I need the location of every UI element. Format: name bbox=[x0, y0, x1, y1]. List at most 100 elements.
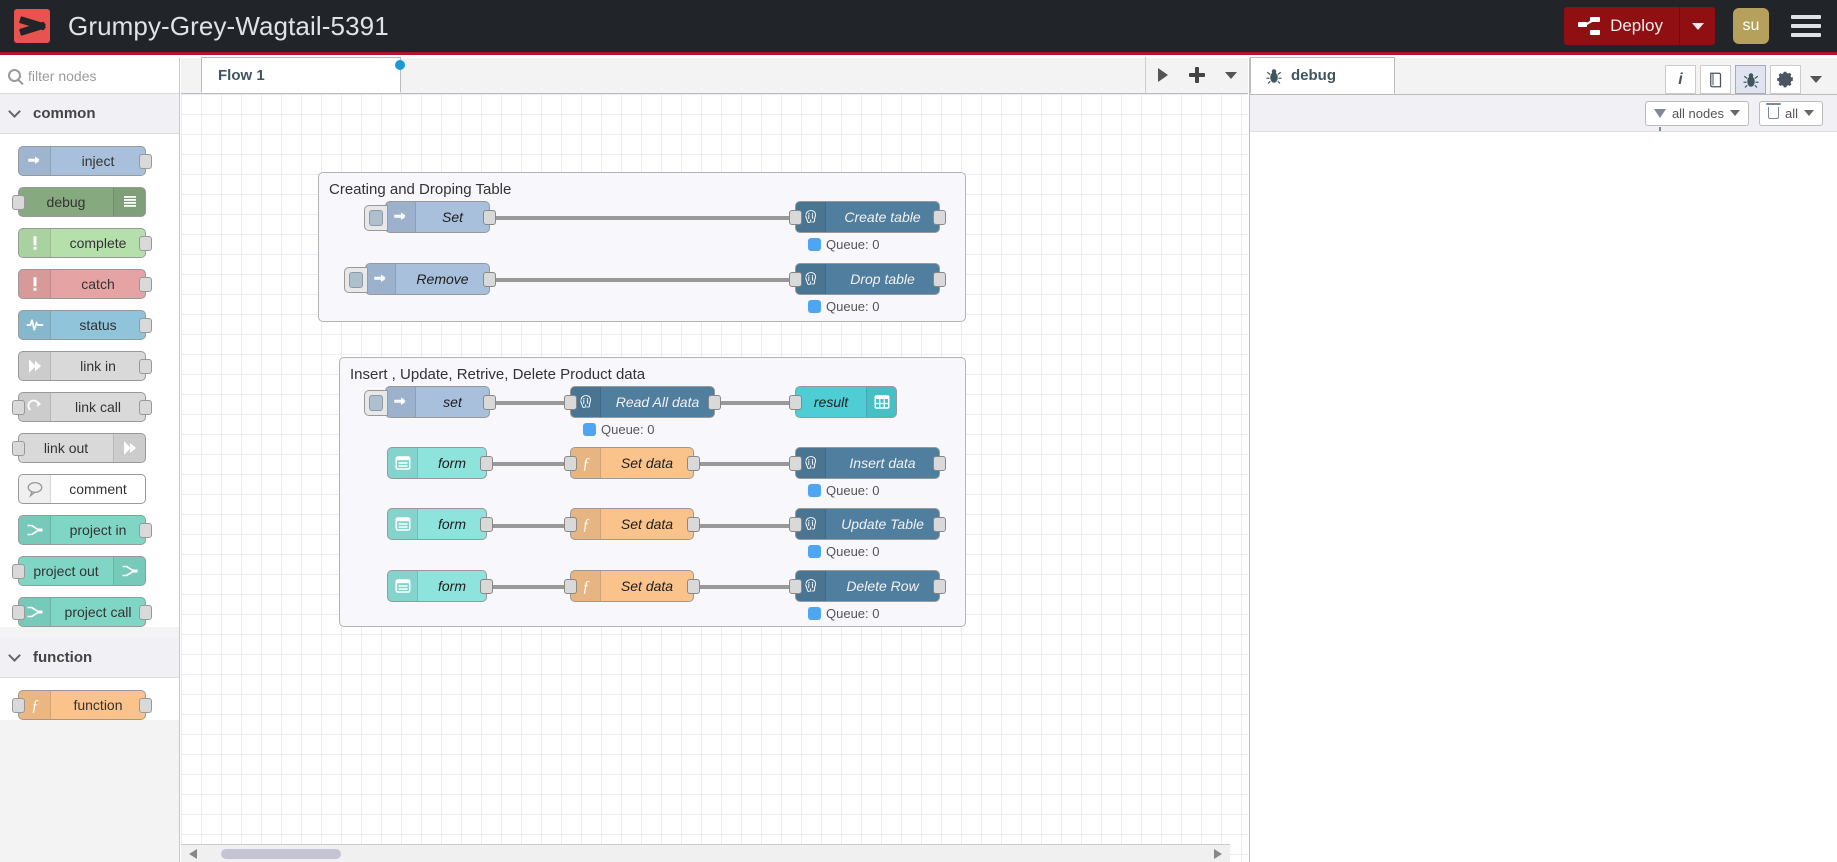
node-input-port[interactable] bbox=[789, 456, 802, 471]
node-input-port[interactable] bbox=[564, 579, 577, 594]
palette-search-bar[interactable] bbox=[0, 58, 179, 94]
node-output-port[interactable] bbox=[139, 605, 152, 620]
palette-node-link-call[interactable]: link call bbox=[12, 392, 152, 422]
avatar[interactable]: su bbox=[1733, 8, 1769, 44]
node-output-port[interactable] bbox=[933, 456, 946, 471]
flow-wire[interactable] bbox=[490, 216, 795, 220]
flow-node-read-all-data[interactable]: Read All data bbox=[564, 386, 721, 418]
node-output-port[interactable] bbox=[139, 359, 152, 374]
horizontal-scroll-thumb[interactable] bbox=[221, 849, 341, 859]
inject-trigger-button[interactable] bbox=[364, 390, 388, 416]
palette-category-common[interactable]: common bbox=[0, 94, 179, 134]
node-output-port[interactable] bbox=[687, 517, 700, 532]
node-output-port[interactable] bbox=[139, 277, 152, 292]
palette-node-link-in[interactable]: link in bbox=[18, 351, 152, 381]
node-output-port[interactable] bbox=[687, 579, 700, 594]
node-output-port[interactable] bbox=[139, 236, 152, 251]
node-output-port[interactable] bbox=[139, 154, 152, 169]
flow-node-form[interactable]: form bbox=[387, 508, 493, 540]
flow-node-result[interactable]: result bbox=[789, 386, 897, 418]
tab-flow-1[interactable]: Flow 1 bbox=[201, 57, 405, 93]
node-output-port[interactable] bbox=[933, 579, 946, 594]
run-flow-button[interactable] bbox=[1146, 57, 1180, 93]
flow-node-delete-row[interactable]: Delete Row bbox=[789, 570, 946, 602]
flow-wire[interactable] bbox=[490, 278, 795, 282]
flow-node-drop-table[interactable]: Drop table bbox=[789, 263, 946, 295]
inject-trigger-button[interactable] bbox=[364, 205, 388, 231]
node-output-port[interactable] bbox=[483, 210, 496, 225]
node-output-port[interactable] bbox=[687, 456, 700, 471]
node-output-port[interactable] bbox=[933, 272, 946, 287]
node-input-port[interactable] bbox=[789, 272, 802, 287]
node-input-port[interactable] bbox=[789, 579, 802, 594]
node-input-port[interactable] bbox=[789, 395, 802, 410]
node-output-port[interactable] bbox=[480, 456, 493, 471]
palette-node-comment[interactable]: comment bbox=[18, 474, 146, 504]
node-output-port[interactable] bbox=[933, 517, 946, 532]
tab-debug[interactable]: debug bbox=[1250, 57, 1395, 94]
node-output-port[interactable] bbox=[139, 698, 152, 713]
sidebar-more-button[interactable] bbox=[1801, 76, 1831, 83]
node-output-port[interactable] bbox=[933, 210, 946, 225]
scroll-right-arrow-icon[interactable] bbox=[1214, 849, 1222, 859]
flow-wire[interactable] bbox=[715, 401, 795, 405]
node-input-port[interactable] bbox=[12, 400, 25, 415]
node-output-port[interactable] bbox=[480, 517, 493, 532]
config-tab-button[interactable] bbox=[1770, 65, 1801, 94]
flow-node-update-table[interactable]: Update Table bbox=[789, 508, 946, 540]
debug-filter-nodes-dropdown[interactable]: all nodes bbox=[1644, 100, 1749, 131]
hamburger-menu-icon[interactable] bbox=[1791, 10, 1821, 42]
flow-wire[interactable] bbox=[694, 585, 795, 589]
palette-node-debug[interactable]: debug bbox=[12, 187, 146, 217]
flow-wire[interactable] bbox=[487, 462, 570, 466]
node-output-port[interactable] bbox=[139, 523, 152, 538]
help-tab-button[interactable] bbox=[1700, 65, 1731, 94]
flow-menu-button[interactable] bbox=[1214, 57, 1248, 93]
node-input-port[interactable] bbox=[564, 395, 577, 410]
palette-node-link-out[interactable]: link out bbox=[12, 433, 146, 463]
node-input-port[interactable] bbox=[12, 698, 25, 713]
flow-node-set[interactable]: set bbox=[364, 386, 496, 418]
node-output-port[interactable] bbox=[139, 318, 152, 333]
flow-node-set[interactable]: Set bbox=[364, 201, 496, 233]
node-input-port[interactable] bbox=[789, 210, 802, 225]
flow-node-form[interactable]: form bbox=[387, 447, 493, 479]
node-input-port[interactable] bbox=[789, 517, 802, 532]
flow-node-remove[interactable]: Remove bbox=[344, 263, 496, 295]
add-flow-button[interactable] bbox=[1180, 57, 1214, 93]
flow-node-insert-data[interactable]: Insert data bbox=[789, 447, 946, 479]
canvas-horizontal-scrollbar[interactable] bbox=[181, 844, 1230, 862]
node-output-port[interactable] bbox=[483, 272, 496, 287]
node-input-port[interactable] bbox=[12, 441, 25, 456]
palette-node-inject[interactable]: inject bbox=[18, 146, 152, 176]
palette-node-project-out[interactable]: project out bbox=[12, 556, 146, 586]
node-input-port[interactable] bbox=[564, 456, 577, 471]
inject-trigger-button[interactable] bbox=[344, 267, 368, 293]
node-input-port[interactable] bbox=[564, 517, 577, 532]
debug-clear-dropdown[interactable]: all bbox=[1758, 100, 1823, 126]
deploy-button-main[interactable]: Deploy bbox=[1564, 7, 1679, 45]
flow-node-create-table[interactable]: Create table bbox=[789, 201, 946, 233]
node-input-port[interactable] bbox=[12, 564, 25, 579]
flow-wire[interactable] bbox=[487, 585, 570, 589]
debug-tab-button[interactable] bbox=[1735, 65, 1766, 94]
debug-message-list[interactable] bbox=[1250, 132, 1837, 862]
node-input-port[interactable] bbox=[12, 605, 25, 620]
deploy-dropdown-button[interactable] bbox=[1679, 7, 1715, 45]
flow-group[interactable]: Creating and Droping Table bbox=[318, 172, 966, 322]
node-input-port[interactable] bbox=[12, 195, 25, 210]
palette-node-project-call[interactable]: project call bbox=[12, 597, 152, 627]
deploy-button[interactable]: Deploy bbox=[1564, 7, 1715, 45]
node-output-port[interactable] bbox=[139, 400, 152, 415]
flow-wire[interactable] bbox=[490, 401, 570, 405]
flow-wire[interactable] bbox=[487, 524, 570, 528]
flow-wire[interactable] bbox=[694, 524, 795, 528]
scroll-left-arrow-icon[interactable] bbox=[189, 849, 197, 859]
search-input[interactable] bbox=[28, 67, 158, 84]
